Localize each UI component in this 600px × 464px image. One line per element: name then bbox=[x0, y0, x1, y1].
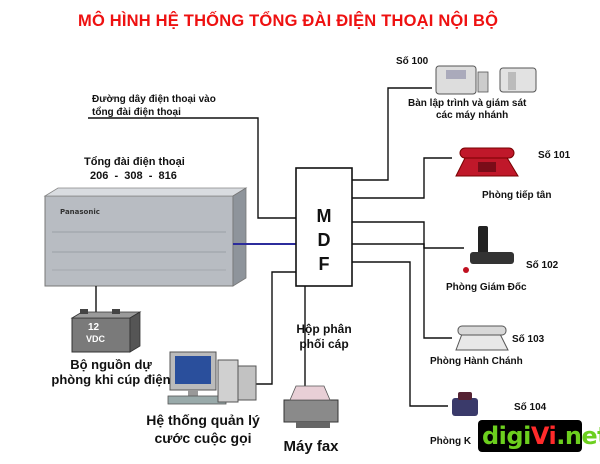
phone-104 bbox=[452, 392, 478, 416]
mdf-letter-d: D bbox=[317, 230, 331, 250]
ext-104-label: Phòng K bbox=[430, 436, 472, 447]
ext-101-number: Số 101 bbox=[538, 150, 571, 161]
mdf-label-1: Hộp phân bbox=[296, 322, 352, 336]
billing-label-1: Hệ thống quản lý bbox=[146, 412, 260, 428]
phone-102 bbox=[463, 226, 514, 273]
phone-101 bbox=[455, 147, 519, 177]
battery-unit: VDC bbox=[86, 334, 106, 344]
ext-103-label: Phòng Hành Chánh bbox=[430, 356, 523, 367]
ext-line-101 bbox=[352, 157, 452, 199]
logo-part-net: .net bbox=[556, 422, 600, 450]
mdf-letter-m: M bbox=[316, 206, 332, 226]
mdf-letter-f: F bbox=[318, 254, 330, 274]
ext-102-label: Phòng Giám Đốc bbox=[446, 282, 527, 293]
fax-label: Máy fax bbox=[283, 438, 339, 455]
logo-part-vi: Vi bbox=[530, 422, 557, 450]
battery-label-1: Bộ nguồn dự bbox=[70, 357, 152, 372]
pbx-numbers: 206 - 308 - 816 bbox=[90, 170, 177, 182]
ext-100-number: Số 100 bbox=[396, 56, 429, 67]
mdf-box bbox=[295, 167, 353, 287]
fax-machine bbox=[283, 385, 339, 428]
ext-100-label-2: các máy nhánh bbox=[436, 110, 509, 121]
mdf-label-2: phối cáp bbox=[299, 337, 349, 351]
incoming-line-label-1: Đường dây điện thoại vào bbox=[92, 94, 216, 105]
digivi-logo: digiVi.net bbox=[478, 420, 600, 452]
battery bbox=[70, 309, 142, 353]
ext-line-104 bbox=[352, 261, 448, 407]
incoming-line-label-2: tổng đài điện thoại bbox=[92, 107, 181, 118]
ext-104-number: Số 104 bbox=[514, 402, 547, 413]
ext-103-number: Số 103 bbox=[512, 334, 545, 345]
billing-label-2: cước cuộc gọi bbox=[154, 430, 252, 446]
pbx-label: Tổng đài điện thoại bbox=[84, 156, 185, 168]
logo-part-digi: digi bbox=[482, 422, 531, 450]
diagram-title: MÔ HÌNH HỆ THỐNG TỔNG ĐÀI ĐIỆN THOẠI NỘI… bbox=[78, 12, 499, 30]
ext-101-label: Phòng tiếp tân bbox=[482, 190, 552, 201]
phone-103 bbox=[455, 325, 509, 351]
svg-text:Panasonic: Panasonic bbox=[60, 208, 100, 216]
ext-line-100 bbox=[352, 87, 432, 181]
ext-line-102 bbox=[352, 221, 464, 249]
phone-100 bbox=[435, 65, 537, 95]
battery-voltage: 12 bbox=[88, 322, 100, 333]
ext-102-number: Số 102 bbox=[526, 260, 559, 271]
incoming-line bbox=[88, 117, 296, 219]
ext-100-label-1: Bàn lập trình và giám sát bbox=[408, 98, 527, 109]
battery-label-2: phòng khi cúp điện bbox=[51, 372, 171, 387]
pbx-unit: Panasonic bbox=[43, 187, 248, 287]
computer bbox=[167, 351, 257, 405]
ext-line-103 bbox=[352, 243, 452, 339]
